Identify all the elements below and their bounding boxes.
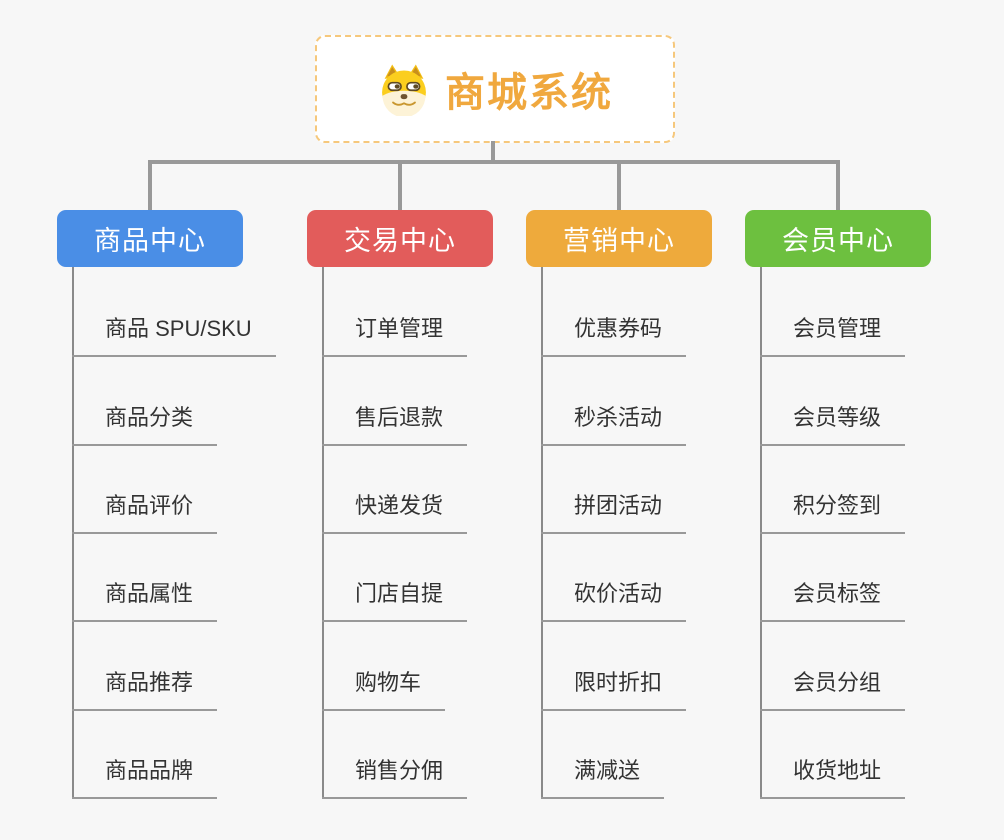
connector-drop-marketing [617,160,621,210]
leaf-node[interactable]: 收货地址 [760,749,906,799]
connector-drop-trade [398,160,402,210]
doge-icon [377,62,431,116]
root-title: 商城系统 [445,71,613,115]
leaf-node[interactable]: 会员等级 [760,396,906,446]
leaf-node[interactable]: 商品评价 [72,484,218,534]
leaf-node[interactable]: 会员管理 [760,307,906,357]
leaf-node[interactable]: 积分签到 [760,484,906,534]
root-node[interactable]: 商城系统 [315,35,675,143]
leaf-node[interactable]: 砍价活动 [541,572,687,622]
branch-node-marketing[interactable]: 营销中心 [526,210,712,267]
leaf-node[interactable]: 商品推荐 [72,661,218,711]
leaf-node[interactable]: 门店自提 [322,572,468,622]
connector-bus [148,160,840,164]
leaf-node[interactable]: 拼团活动 [541,484,687,534]
leaf-node[interactable]: 销售分佣 [322,749,468,799]
branch-node-products[interactable]: 商品中心 [57,210,243,267]
leaf-node[interactable]: 售后退款 [322,396,468,446]
leaf-node[interactable]: 满减送 [541,749,665,799]
leaf-node[interactable]: 会员分组 [760,661,906,711]
leaf-node[interactable]: 限时折扣 [541,661,687,711]
leaf-node[interactable]: 会员标签 [760,572,906,622]
leaf-node[interactable]: 订单管理 [322,307,468,357]
connector-drop-products [148,160,152,210]
branch-node-trade[interactable]: 交易中心 [307,210,493,267]
leaf-node[interactable]: 快递发货 [322,484,468,534]
leaf-node[interactable]: 商品品牌 [72,749,218,799]
leaf-node[interactable]: 购物车 [322,661,446,711]
leaf-node[interactable]: 商品属性 [72,572,218,622]
connector-root-stem [491,141,495,162]
leaf-node[interactable]: 商品 SPU/SKU [72,307,276,357]
leaf-node[interactable]: 秒杀活动 [541,396,687,446]
leaf-node[interactable]: 商品分类 [72,396,218,446]
connector-drop-members [836,160,840,210]
leaf-node[interactable]: 优惠券码 [541,307,687,357]
branch-node-members[interactable]: 会员中心 [745,210,931,267]
